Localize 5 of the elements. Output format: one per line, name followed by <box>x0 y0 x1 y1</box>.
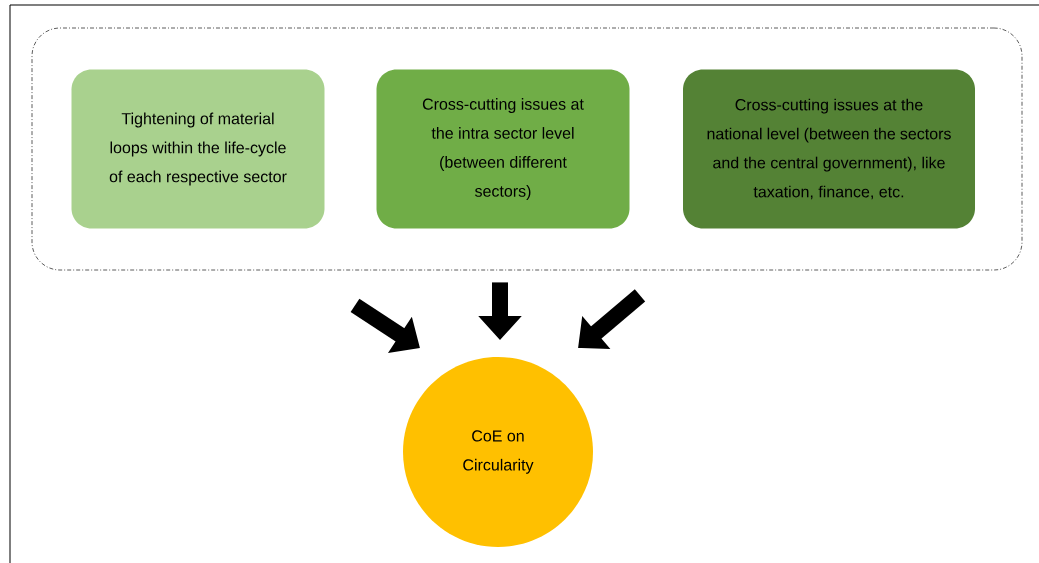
rounded-box: Tightening of material loops within the life-cycle of each respective sector <box>71 69 325 229</box>
block-arrow <box>578 289 646 350</box>
rounded-box: Cross-cutting issues at the intra sector level (between different sectors) <box>376 69 630 229</box>
rounded-box: Cross-cutting issues at the national level (between the sectors and the central government), like taxation, finance, etc. <box>683 69 975 229</box>
dashed-group-box <box>31 27 1023 271</box>
